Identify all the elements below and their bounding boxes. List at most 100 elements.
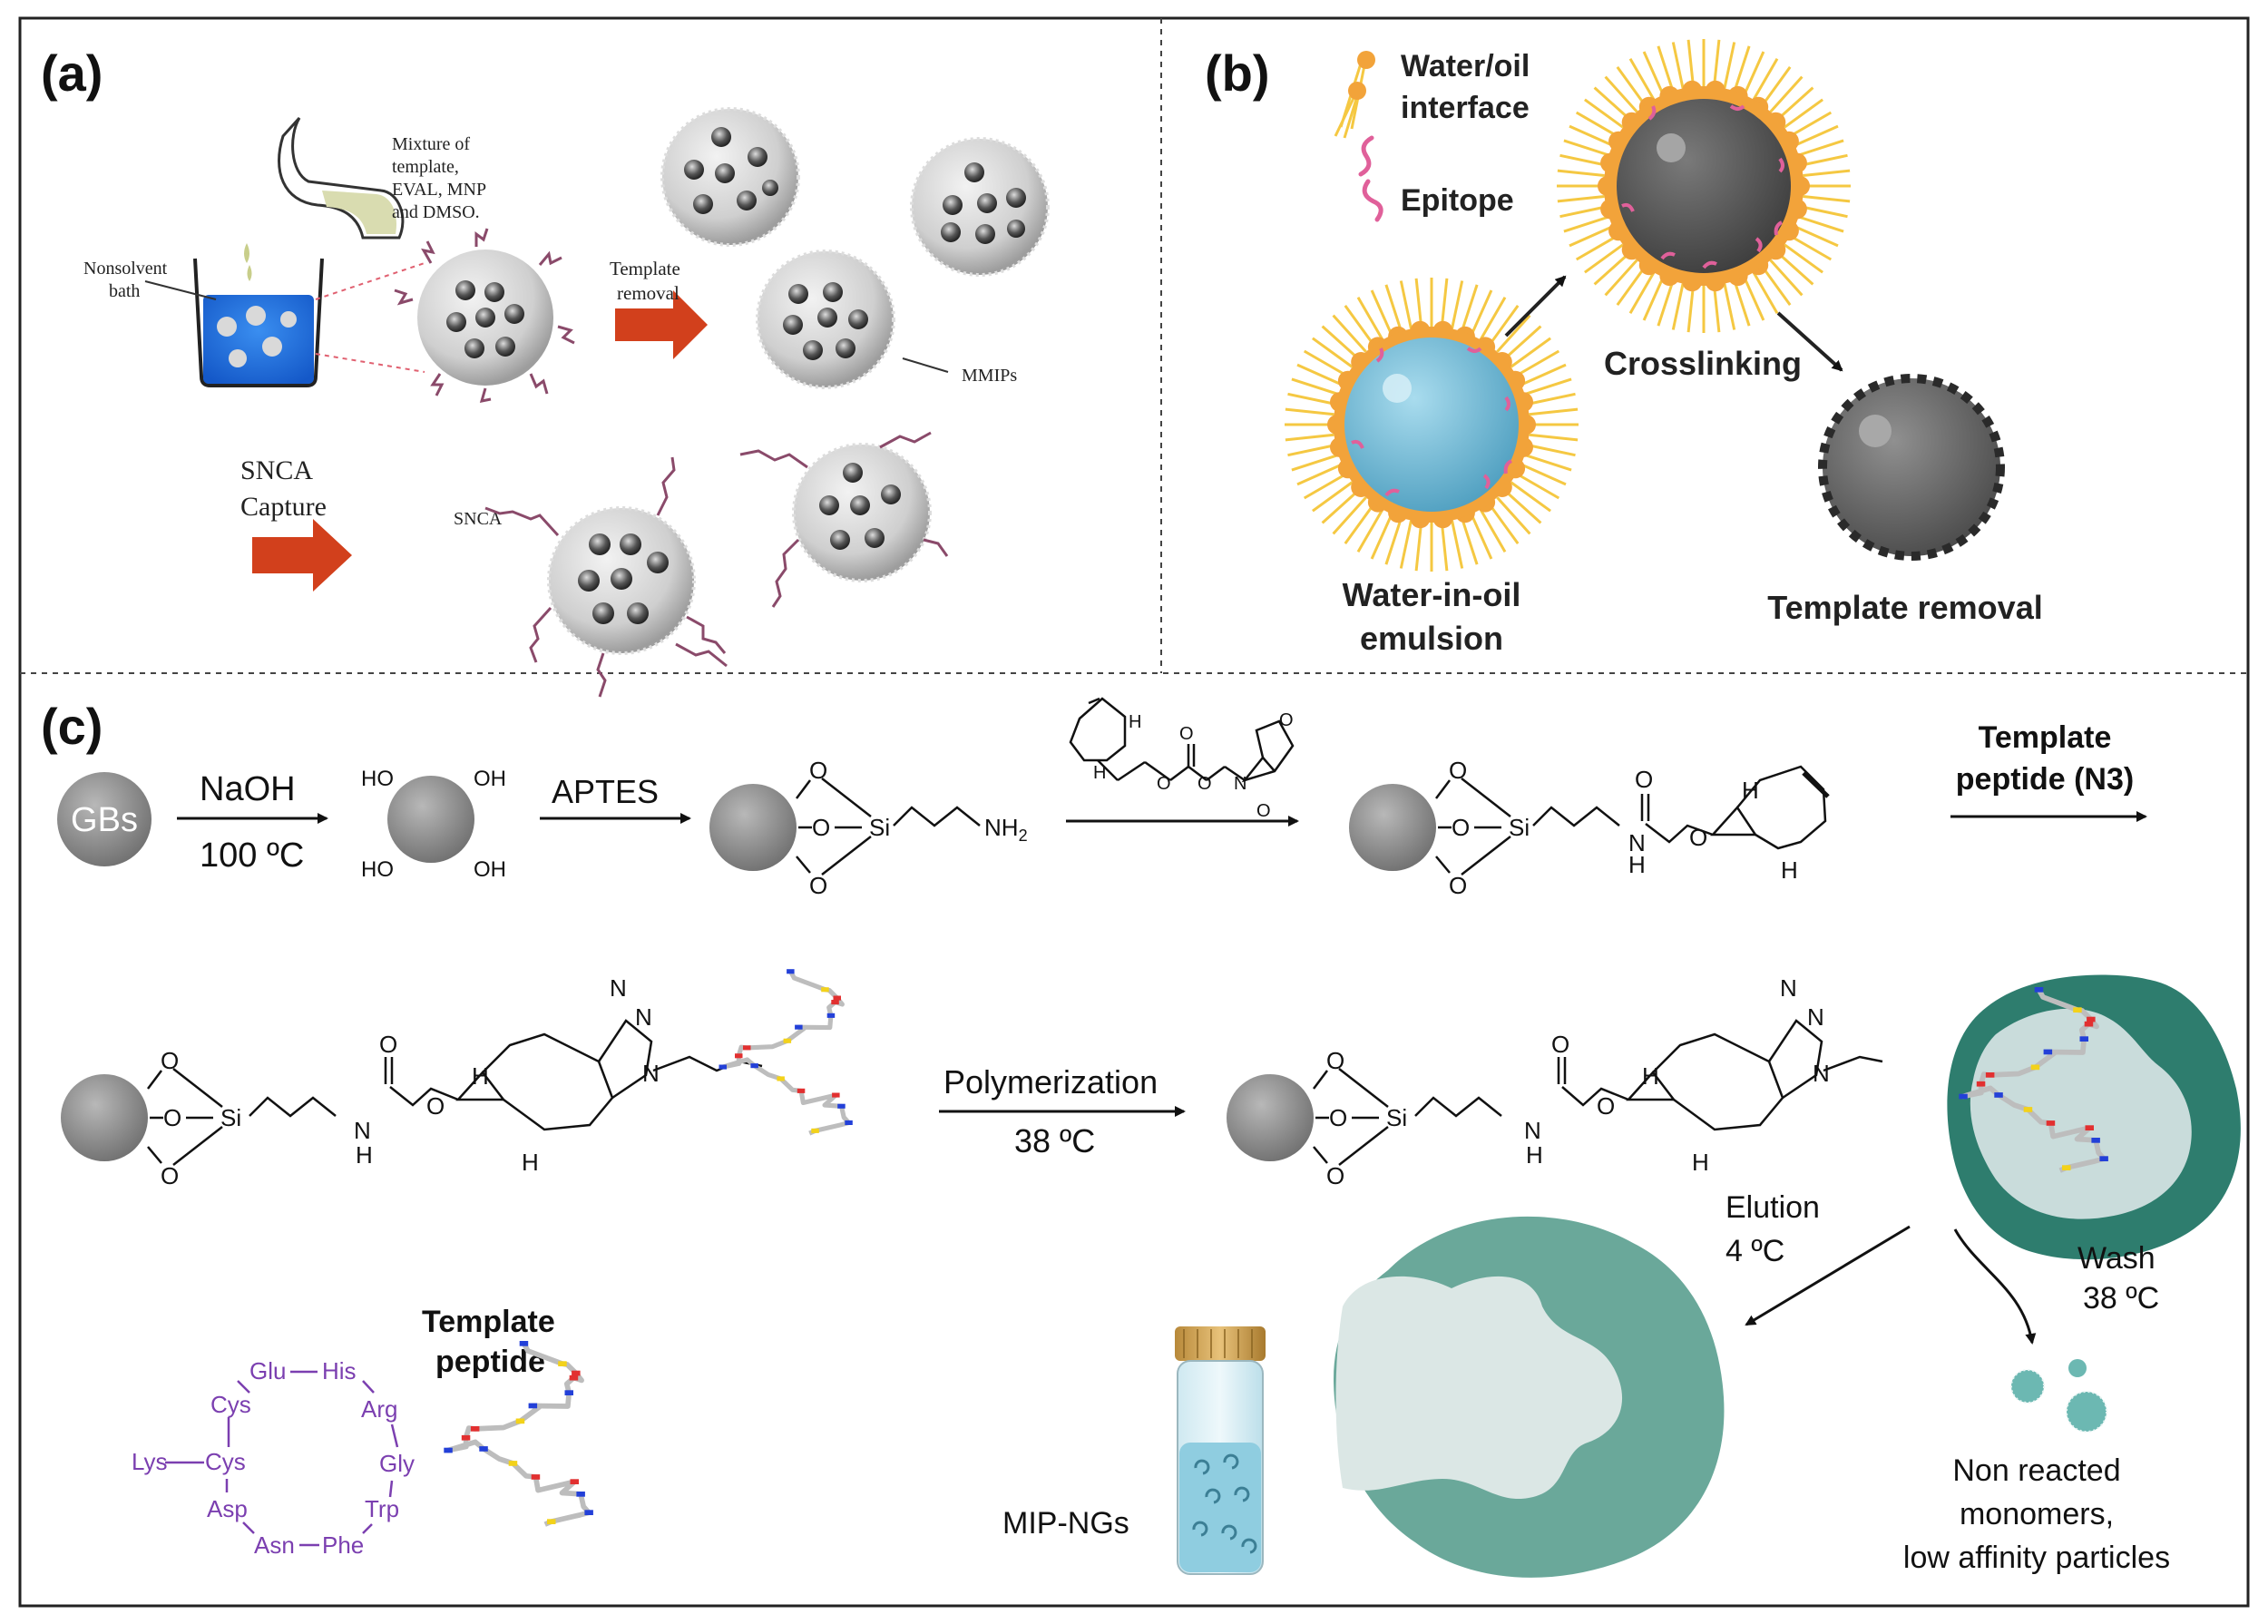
surfactant-tail bbox=[1515, 349, 1560, 377]
elution-label: Elution 4 ºC bbox=[1725, 1190, 1820, 1268]
mixture-text: Mixture of template, EVAL, MNP and DMSO. bbox=[392, 134, 486, 222]
svg-text:O: O bbox=[163, 1104, 181, 1131]
panel-c-label: (c) bbox=[41, 698, 103, 755]
svg-text:Elution: Elution bbox=[1725, 1190, 1820, 1225]
surfactant-tail bbox=[1515, 472, 1560, 500]
surfactant-tail bbox=[1451, 280, 1464, 329]
wash-label: Wash 38 ºC bbox=[2077, 1241, 2159, 1316]
svg-text:NH2: NH2 bbox=[984, 814, 1028, 845]
peptide-atom bbox=[1994, 1092, 2003, 1098]
surfactant-tail bbox=[1479, 508, 1507, 553]
svg-text:His: His bbox=[322, 1357, 357, 1384]
peptide-atom bbox=[2087, 1016, 2096, 1022]
mmip-particle bbox=[756, 249, 895, 389]
svg-text:Lys: Lys bbox=[132, 1448, 168, 1475]
svg-text:N: N bbox=[1524, 1117, 1541, 1144]
arrow-elution bbox=[1745, 1225, 1911, 1326]
svg-text:N: N bbox=[354, 1117, 371, 1144]
surfactant-tail bbox=[1789, 234, 1833, 261]
surfactant-tail bbox=[1733, 280, 1751, 327]
svg-text:OH: OH bbox=[474, 767, 506, 791]
surfactant-tail bbox=[1784, 98, 1823, 129]
surfactant-tail bbox=[1344, 503, 1375, 544]
surfactant-tail bbox=[1503, 325, 1542, 360]
svg-text:Nonsolvent: Nonsolvent bbox=[83, 259, 168, 279]
svg-text:HO: HO bbox=[361, 857, 394, 882]
surfactant-tail bbox=[1776, 86, 1814, 121]
surfactant-tail bbox=[1761, 66, 1792, 106]
svg-text:O: O bbox=[1198, 774, 1212, 794]
surfactant-tail bbox=[1559, 205, 1607, 219]
surfactant-tail bbox=[1584, 243, 1624, 274]
svg-text:N: N bbox=[642, 1060, 660, 1087]
peptide-atom bbox=[569, 1375, 579, 1381]
svg-text:O: O bbox=[1179, 724, 1194, 744]
surfactant-tail bbox=[1557, 195, 1605, 203]
svg-text:O: O bbox=[809, 757, 827, 784]
surfactant-tail bbox=[1321, 489, 1360, 524]
aminated-bead: O O O Si NH2 bbox=[709, 757, 1028, 899]
non-reacted-particles bbox=[2010, 1359, 2107, 1433]
svg-text:O: O bbox=[1449, 872, 1467, 899]
mmips-pointer bbox=[902, 357, 949, 373]
surfactant-tail bbox=[1723, 283, 1736, 330]
zoom-line-bottom bbox=[315, 353, 425, 373]
mip-ngs-label: MIP-NGs bbox=[1002, 1506, 1129, 1541]
peptide-atom bbox=[1985, 1072, 1995, 1078]
crosslinked-droplet bbox=[1557, 39, 1851, 333]
surfactant-tail bbox=[1794, 124, 1839, 147]
svg-text:Mixture of: Mixture of bbox=[392, 134, 470, 154]
arrow-to-removal bbox=[1776, 311, 1843, 372]
peptide-atom bbox=[576, 1492, 585, 1497]
peptide-atom bbox=[735, 1053, 743, 1059]
surfactant-tail bbox=[1384, 517, 1403, 565]
surfactant-tail bbox=[1557, 169, 1605, 177]
svg-text:O: O bbox=[1326, 1162, 1344, 1189]
surfactant-tail bbox=[1686, 285, 1695, 333]
surfactant-tail bbox=[1370, 514, 1393, 560]
svg-text:Non reacted: Non reacted bbox=[1952, 1453, 2120, 1488]
peptide-atom bbox=[1959, 1093, 1968, 1100]
svg-text:Cys: Cys bbox=[205, 1448, 246, 1475]
surfactant-tail bbox=[1616, 66, 1647, 106]
surfactant-tail bbox=[1287, 444, 1336, 457]
surfactant-tail bbox=[1584, 98, 1624, 129]
peptide-atom bbox=[2091, 1138, 2100, 1143]
surfactant-tail bbox=[1414, 522, 1423, 572]
snca-bound-particle-2 bbox=[739, 431, 949, 608]
surfactant-tail bbox=[1789, 111, 1833, 138]
svg-text:H: H bbox=[1642, 1062, 1659, 1090]
svg-text:Gly: Gly bbox=[379, 1450, 415, 1477]
surfactant-tail bbox=[1628, 57, 1656, 101]
polymerization-label: Polymerization bbox=[943, 1063, 1158, 1101]
surfactant-tail bbox=[1798, 215, 1844, 233]
hydroxyl-bead: HO OH HO OH bbox=[361, 767, 506, 882]
surfactant-tail bbox=[1399, 520, 1413, 569]
arrow-to-crosslinking bbox=[1504, 275, 1567, 338]
surfactant-tail bbox=[1529, 433, 1579, 442]
svg-text:SNCA: SNCA bbox=[240, 455, 313, 485]
mmip-particle-2 bbox=[660, 107, 800, 247]
surfactant-tail bbox=[1776, 251, 1814, 286]
bcn-bead: O O O Si N H O O H H bbox=[1349, 757, 1830, 899]
svg-text:O: O bbox=[1326, 1047, 1344, 1074]
svg-text:Water/oil: Water/oil bbox=[1401, 49, 1530, 83]
svg-text:Si: Si bbox=[869, 814, 890, 841]
cyclic-peptide-sequence: Glu His Cys Arg Lys Cys Gly Asp Trp Asn … bbox=[132, 1357, 415, 1559]
bcn-nhs-labels: H H O O O N O O bbox=[1093, 710, 1294, 821]
legend-interface-text: Water/oil interface bbox=[1401, 49, 1530, 125]
temp-100-label: 100 ºC bbox=[200, 836, 304, 875]
peptide-atom bbox=[2079, 1036, 2088, 1042]
panel-a: (a) Mixture of template, EVAL, MNP and D… bbox=[41, 44, 1050, 698]
svg-text:Cys: Cys bbox=[210, 1391, 251, 1418]
peptide-backbone bbox=[720, 970, 852, 1136]
surfactant-tail bbox=[1743, 276, 1765, 321]
surfactant-tail bbox=[1520, 463, 1567, 486]
svg-text:removal: removal bbox=[617, 282, 679, 304]
surfactant-tail bbox=[1488, 503, 1520, 544]
emulsion-epitopes bbox=[1351, 347, 1513, 497]
peptide-atom bbox=[519, 1341, 529, 1346]
surfactant-tail bbox=[1769, 75, 1804, 113]
svg-text:38 ºC: 38 ºC bbox=[2083, 1281, 2159, 1316]
arrow-wash bbox=[1953, 1228, 2037, 1345]
